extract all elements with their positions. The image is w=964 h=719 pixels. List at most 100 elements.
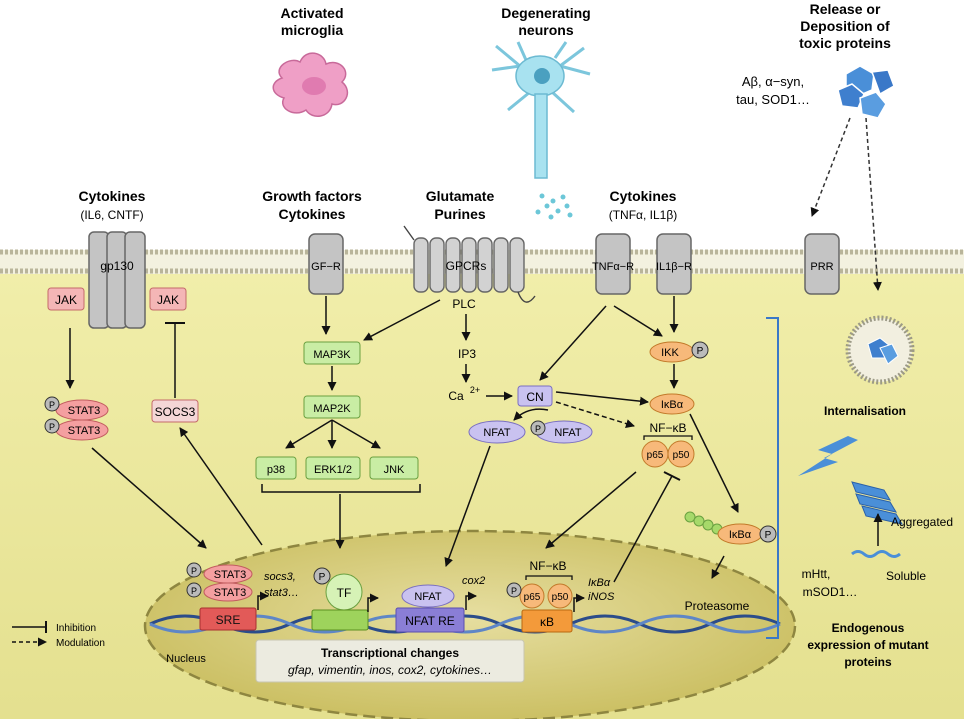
jnk-label: JNK bbox=[384, 464, 405, 476]
tf-element bbox=[311, 609, 369, 631]
plc-label: PLC bbox=[452, 297, 476, 311]
endogenous-label-1: Endogenous bbox=[832, 621, 905, 635]
tf-p-icon bbox=[313, 567, 331, 585]
nfkb-bracket bbox=[643, 435, 693, 440]
cn-nfkb-modulation bbox=[555, 401, 635, 428]
neuron-debris-dots bbox=[535, 193, 573, 220]
gp130-label: gp130 bbox=[100, 259, 134, 273]
tf-label: TF bbox=[337, 586, 352, 600]
sre-element bbox=[199, 607, 257, 631]
neurons-label-1: Degenerating bbox=[501, 5, 590, 21]
tf-p-label: P bbox=[319, 572, 326, 583]
nuc-nfkb-label: NF−κB bbox=[529, 559, 566, 573]
glu-title-1: Glutamate bbox=[426, 188, 495, 204]
toxic-protein-cluster-icon bbox=[837, 65, 895, 119]
cn-box bbox=[517, 385, 553, 407]
ikk-p-icon bbox=[691, 341, 709, 359]
nfat-free-label: NFAT bbox=[483, 427, 511, 439]
nfat-re-element bbox=[395, 607, 465, 633]
sre-tss-arrow bbox=[257, 591, 269, 610]
map2k-label: MAP2K bbox=[313, 403, 351, 415]
neuron-nucleus bbox=[534, 68, 550, 84]
il1r-label: IL1β−R bbox=[656, 261, 692, 273]
gf-title-2: Cytokines bbox=[279, 206, 346, 222]
gpcr-map3k-arrow bbox=[363, 299, 441, 341]
glu-title-2: Purines bbox=[434, 206, 486, 222]
internalisation-label: Internalisation bbox=[824, 404, 906, 418]
microglia-label-1: Activated bbox=[280, 5, 343, 21]
vesicle-protein-icon bbox=[867, 337, 899, 365]
gpcr-ctail bbox=[517, 291, 536, 303]
cn-ikba-arrow bbox=[555, 391, 649, 406]
legend-modulation-label: Modulation bbox=[56, 638, 105, 649]
nuc-p50-label: p50 bbox=[552, 592, 569, 603]
transcriptional-changes-box bbox=[255, 639, 525, 683]
nuc-nfkb-bracket bbox=[525, 575, 573, 580]
jak-right-label: JAK bbox=[157, 293, 179, 307]
tc-title: Transcriptional changes bbox=[321, 646, 459, 660]
socs3-gene-arrow bbox=[179, 427, 263, 546]
nuc-p50 bbox=[547, 583, 573, 609]
cox2-gene: cox2 bbox=[462, 575, 485, 587]
mutants-label-2: mSOD1… bbox=[803, 585, 858, 599]
cytokines-il6-title: Cytokines bbox=[79, 188, 146, 204]
nuc-nfkb-p-label: P bbox=[511, 586, 517, 596]
map2k-jnk-arrow bbox=[331, 419, 381, 449]
release-label-2: Deposition of bbox=[800, 18, 890, 34]
mutants-label-1: mHtt, bbox=[802, 567, 831, 581]
ikba-box bbox=[649, 393, 695, 415]
gf-receptor bbox=[308, 233, 344, 295]
toxic-list-1: Aβ, α−syn, bbox=[742, 74, 804, 89]
proteasome-arrow bbox=[711, 555, 725, 579]
release-label-1: Release or bbox=[810, 1, 881, 17]
nuclear-stat3 bbox=[186, 562, 253, 602]
gfr-label: GF−R bbox=[311, 261, 341, 273]
nfkb-label: NF−κB bbox=[649, 421, 686, 435]
nfkb-complex bbox=[641, 440, 695, 468]
cytokines-tnf-title: Cytokines bbox=[610, 188, 677, 204]
ca-label: Ca bbox=[448, 389, 464, 403]
ikba-ub-p-label: P bbox=[765, 530, 772, 541]
nfat-phospho-label: NFAT bbox=[554, 427, 582, 439]
tnf-receptor bbox=[595, 233, 631, 295]
nuc-p65-label: p65 bbox=[524, 592, 541, 603]
tnfr-ikk-arrow bbox=[613, 305, 663, 337]
soluble-protein-icon bbox=[851, 550, 901, 558]
gf-title-1: Growth factors bbox=[262, 188, 362, 204]
phospho-1: P bbox=[49, 400, 55, 410]
nuc-nfat bbox=[401, 584, 455, 608]
il1-receptor bbox=[656, 233, 692, 295]
cytokines-tnf-sub: (TNFα, IL1β) bbox=[609, 208, 678, 222]
socs3-label: SOCS3 bbox=[155, 405, 196, 419]
release-arrow-internal bbox=[865, 117, 882, 291]
jak-left bbox=[47, 287, 85, 311]
sre-label: SRE bbox=[216, 613, 241, 627]
ikba-ub-label: IκBα bbox=[729, 529, 752, 541]
socs3-gene-1: socs3, bbox=[264, 571, 296, 583]
nfat-re-label: NFAT RE bbox=[405, 614, 455, 628]
inos-gene: iNOS bbox=[588, 591, 615, 603]
map2k-p38-arrow bbox=[285, 419, 333, 449]
aggregated-label: Aggregated bbox=[891, 515, 953, 529]
nuc-p65 bbox=[519, 583, 545, 609]
nuc-nfat-label: NFAT bbox=[414, 591, 442, 603]
p50-label: p50 bbox=[673, 450, 690, 461]
nfat-p-icon bbox=[530, 420, 546, 436]
tnfr-label: TNFα−R bbox=[592, 261, 634, 273]
map3k-label: MAP3K bbox=[313, 349, 351, 361]
microglia-label-2: microglia bbox=[281, 22, 343, 38]
toxic-list-2: tau, SOD1… bbox=[736, 92, 810, 107]
cn-dephospho-arrow bbox=[513, 408, 549, 421]
nfat-tss-arrow bbox=[465, 591, 477, 610]
map3k-box bbox=[303, 341, 361, 365]
proteasome-label: Proteasome bbox=[685, 599, 750, 613]
mapk-bracket bbox=[261, 484, 421, 493]
tc-genes: gfap, vimentin, inos, cox2, cytokines… bbox=[288, 663, 492, 677]
ikba-feedback-line bbox=[613, 475, 673, 583]
release-arrow-prr bbox=[810, 117, 851, 217]
gp130-receptor bbox=[88, 231, 146, 329]
tf-tss-arrow bbox=[367, 593, 379, 612]
ikba-gene: IκBα bbox=[588, 577, 611, 589]
nfat-p-label: P bbox=[535, 424, 541, 434]
nuc-nfkb-p-icon bbox=[506, 582, 522, 598]
